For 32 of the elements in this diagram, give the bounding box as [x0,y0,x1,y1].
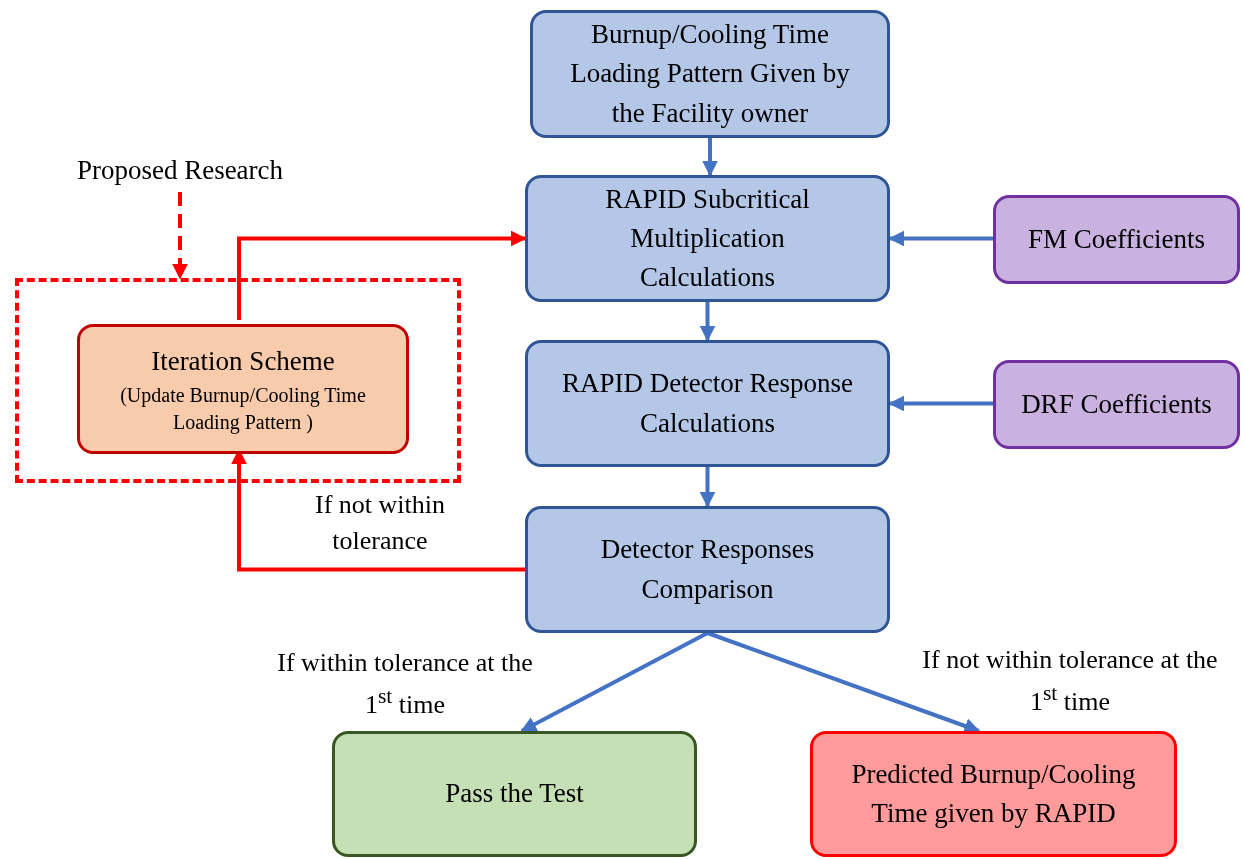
box-subtitle: (Update Burnup/Cooling Time Loading Pattern ) [119,382,367,436]
arrow [237,230,527,320]
box-title: Burnup/Cooling Time Loading Pattern Given by the Facility owner [569,18,851,130]
edge-label: If not within tolerance at the 1$^{st}$ time [921,644,1219,719]
box-title: FM Coefficients [1026,222,1207,256]
box-title: Iteration Scheme [150,345,336,379]
box-title: Pass the Test [444,777,585,811]
arrow [702,138,719,177]
process-box [810,731,1177,857]
edge-label: If within tolerance at the 1$^{st}$ time [276,647,534,722]
box-title: Predicted Burnup/Cooling Time given by RAPID [850,757,1137,830]
process-box [332,731,697,857]
process-box [530,10,890,138]
arrow [888,230,993,247]
process-box [77,324,409,454]
box-title: Detector Responses Comparison [599,533,816,606]
arrow [172,192,188,280]
process-box [525,175,890,302]
box-title: DRF Coefficients [1020,387,1213,421]
process-box [993,360,1240,449]
dashed-region [15,278,461,483]
process-box [525,340,890,467]
note-text: Proposed Research [75,154,285,188]
process-box [993,195,1240,284]
box-title: RAPID Detector Response Calculations [561,367,854,440]
edge-label: If not within tolerance [314,489,446,558]
process-box [525,506,890,633]
arrow [699,467,716,508]
arrow [888,395,993,412]
arrow [699,302,716,342]
arrow [520,631,709,733]
box-title: RAPID Subcritical Multiplication Calculations [604,182,811,295]
